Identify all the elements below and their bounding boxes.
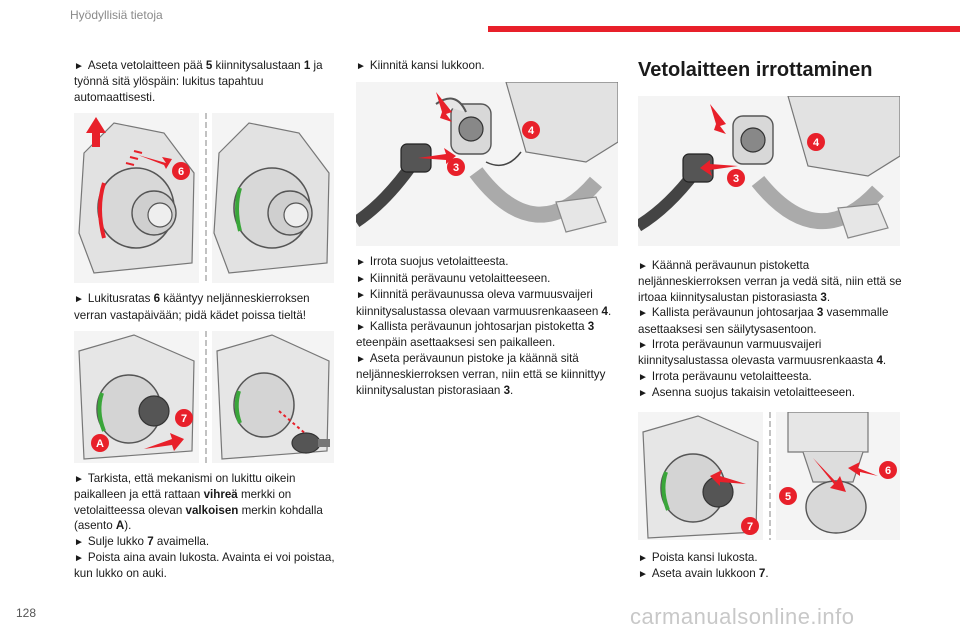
instruction-attach-cover: ►Kiinnitä kansi lukkoon. <box>356 59 485 72</box>
callout-badge <box>172 162 190 181</box>
instruction-tilt-plug: ►Kallista perävaunun johtosarjan pistoke… <box>356 320 595 350</box>
callout-badge <box>91 434 109 453</box>
callout-badge <box>522 121 540 140</box>
instruction-close-lock: ►Sulje lukko 7 avaimella. <box>74 534 210 548</box>
svg-text:3: 3 <box>733 173 739 185</box>
page-number: 128 <box>16 606 37 620</box>
column-2: ►Kiinnitä kansi lukkoon. 3 4 ►Irrota suo… <box>356 58 618 398</box>
instruction-attach-trailer: ►Kiinnitä perävaunu vetolaitteeseen. <box>356 271 551 285</box>
column-1: ►Aseta vetolaitteen pää 5 kiinnitysalust… <box>74 58 342 582</box>
instruction-check-mark: ►Tarkista, että mekanismi on lukittu oik… <box>74 472 323 533</box>
svg-text:4: 4 <box>813 137 820 149</box>
figure-disconnect-trailer: 3 4 <box>638 96 904 246</box>
bullet-arrow-icon: ► <box>74 61 84 72</box>
watermark: carmanualsonline.info <box>630 604 855 629</box>
figure-connect-trailer: 3 4 <box>356 82 618 247</box>
instruction-tilt-harness: ►Kallista perävaunun johtosarjaa 3 vasem… <box>638 306 889 336</box>
svg-text:7: 7 <box>747 521 753 533</box>
running-header: Hyödyllisiä tietoja <box>70 8 163 22</box>
instruction-remove-lock-cover: ►Poista kansi lukosta. <box>638 550 758 564</box>
instruction-detach-trailer: ►Irrota perävaunu vetolaitteesta. <box>638 369 812 383</box>
svg-text:3: 3 <box>453 162 459 174</box>
callout-badge <box>807 133 825 151</box>
section-title: Vetolaitteen irrottaminen <box>638 59 873 81</box>
callout-badge <box>727 169 745 187</box>
callout-badge <box>175 409 193 428</box>
figure-close-lock: 7 A <box>74 331 342 464</box>
svg-text:5: 5 <box>785 491 791 503</box>
instruction-safety-cable: ►Kiinnitä perävaunussa oleva varmuusvaij… <box>356 288 612 318</box>
up-arrow-icon <box>86 117 106 148</box>
figure-lock-wheel-turn: 6 <box>74 113 342 284</box>
svg-text:6: 6 <box>178 166 184 178</box>
svg-text:6: 6 <box>885 465 891 477</box>
instruction-remove-cover: ►Irrota suojus vetolaitteesta. <box>356 255 509 269</box>
figure-unlock-ball: 7 6 5 <box>638 411 904 540</box>
instruction-insert-plug: ►Aseta perävaunun pistoke ja käännä sitä… <box>356 351 606 397</box>
callout-badge <box>779 486 797 505</box>
instruction-refit-cover: ►Asenna suojus takaisin vetolaitteeseen. <box>638 386 855 400</box>
svg-text:A: A <box>96 438 104 450</box>
instruction-detach-cable: ►Irrota perävaunun varmuusvaijeri kiinni… <box>638 338 887 368</box>
instruction-wheel-turns: ►Lukitusratas 6 kääntyy neljänneskierrok… <box>74 292 310 322</box>
column-3: Vetolaitteen irrottaminen 3 4 ►Käännä pe… <box>638 58 904 582</box>
instruction-turn-plug: ►Käännä perävaunun pistoketta neljännesk… <box>638 259 902 304</box>
svg-text:4: 4 <box>528 125 535 137</box>
callout-badge <box>447 158 465 177</box>
instruction-remove-key: ►Poista aina avain lukosta. Avainta ei v… <box>74 551 335 581</box>
header-accent-bar <box>488 26 960 32</box>
instruction-attach: ►Aseta vetolaitteen pää 5 kiinnitysalust… <box>74 59 323 104</box>
callout-badge <box>879 460 897 479</box>
instruction-insert-key: ►Aseta avain lukkoon 7. <box>638 567 769 581</box>
svg-text:7: 7 <box>181 413 187 425</box>
callout-badge <box>741 516 759 535</box>
